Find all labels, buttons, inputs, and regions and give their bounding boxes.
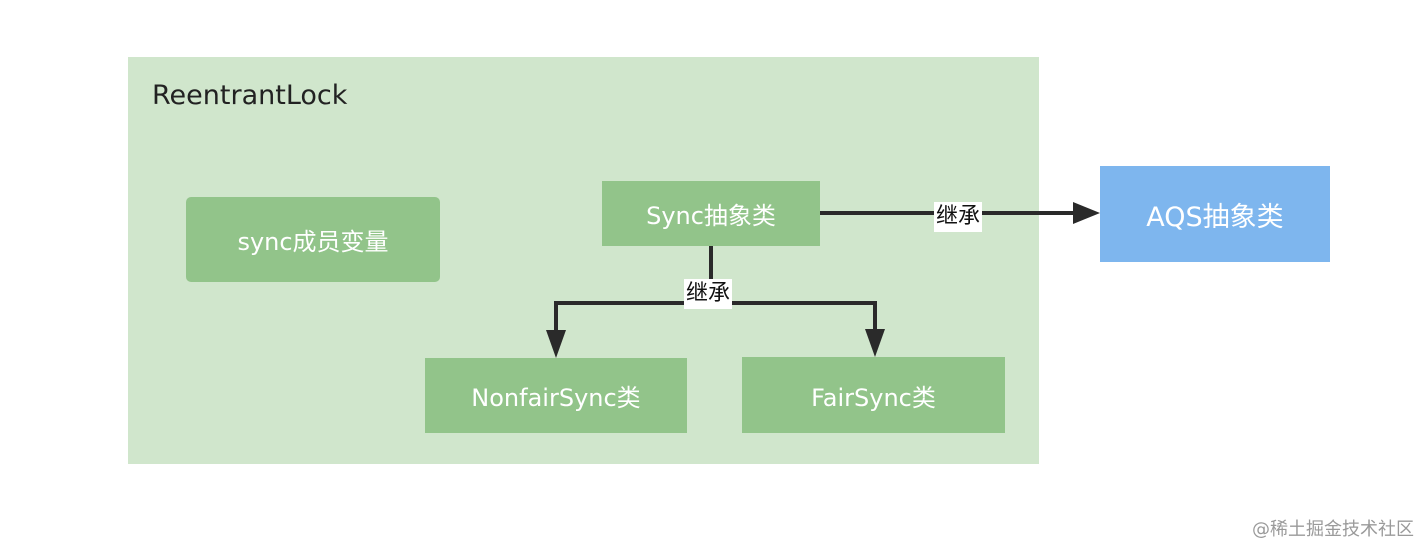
- nonfair-sync-node: NonfairSync类: [425, 358, 687, 433]
- arrowhead-aqs: [1073, 202, 1100, 224]
- watermark: @稀土掘金技术社区: [1252, 519, 1414, 540]
- edge-label-sync-children: 继承: [684, 279, 733, 309]
- sync-member-label: sync成员变量: [237, 228, 389, 256]
- fair-sync-node: FairSync类: [742, 357, 1005, 433]
- fair-sync-label: FairSync类: [811, 383, 936, 412]
- aqs-abstract-node: AQS抽象类: [1100, 166, 1330, 262]
- sync-member-node: sync成员变量: [186, 197, 440, 282]
- nonfair-sync-label: NonfairSync类: [471, 384, 641, 412]
- sync-abstract-label: Sync抽象类: [646, 202, 776, 230]
- sync-abstract-node: Sync抽象类: [602, 181, 820, 246]
- aqs-abstract-label: AQS抽象类: [1146, 201, 1284, 233]
- container-title: ReentrantLock: [152, 80, 348, 111]
- edge-label-sync-aqs: 继承: [934, 202, 983, 232]
